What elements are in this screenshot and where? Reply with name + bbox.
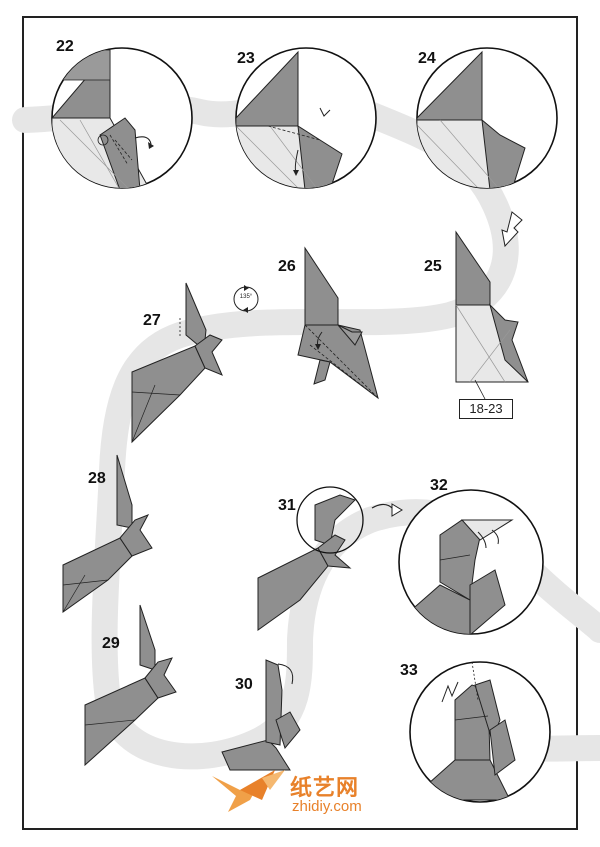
step-23-diagram bbox=[235, 47, 377, 189]
step-number-22: 22 bbox=[56, 38, 74, 55]
step-25-diagram bbox=[455, 230, 529, 400]
reference-steps-label: 18-23 bbox=[459, 399, 513, 419]
step-number-30: 30 bbox=[235, 676, 253, 693]
watermark-logo-icon bbox=[212, 770, 285, 812]
page-frame bbox=[22, 16, 578, 830]
watermark-site-name: 纸艺网 bbox=[290, 776, 360, 801]
step-29-diagram bbox=[84, 604, 177, 767]
step-number-28: 28 bbox=[88, 470, 106, 487]
step-30-diagram bbox=[221, 659, 301, 771]
rotate-icon bbox=[233, 285, 259, 313]
step-number-31: 31 bbox=[278, 497, 296, 514]
step-27-diagram bbox=[131, 282, 223, 444]
step-number-32: 32 bbox=[430, 477, 448, 494]
step-32-diagram bbox=[398, 489, 544, 635]
watermark-url: zhidiy.com bbox=[292, 798, 362, 815]
step-33-diagram bbox=[409, 661, 551, 803]
step-number-23: 23 bbox=[237, 50, 255, 67]
step-number-33: 33 bbox=[400, 662, 418, 679]
step-28-diagram bbox=[62, 454, 153, 613]
step-number-24: 24 bbox=[418, 50, 436, 67]
step-22-diagram bbox=[51, 47, 193, 189]
step-26-diagram bbox=[297, 246, 379, 400]
step-number-29: 29 bbox=[102, 635, 120, 652]
hollow-arrow-icon bbox=[501, 211, 523, 248]
step-number-26: 26 bbox=[278, 258, 296, 275]
rotation-label: 135° bbox=[239, 294, 253, 300]
background-path-band bbox=[12, 88, 600, 770]
step-number-25: 25 bbox=[424, 258, 442, 275]
step-31-diagram bbox=[257, 486, 364, 631]
step-number-27: 27 bbox=[143, 312, 161, 329]
step-24-diagram bbox=[416, 47, 558, 189]
